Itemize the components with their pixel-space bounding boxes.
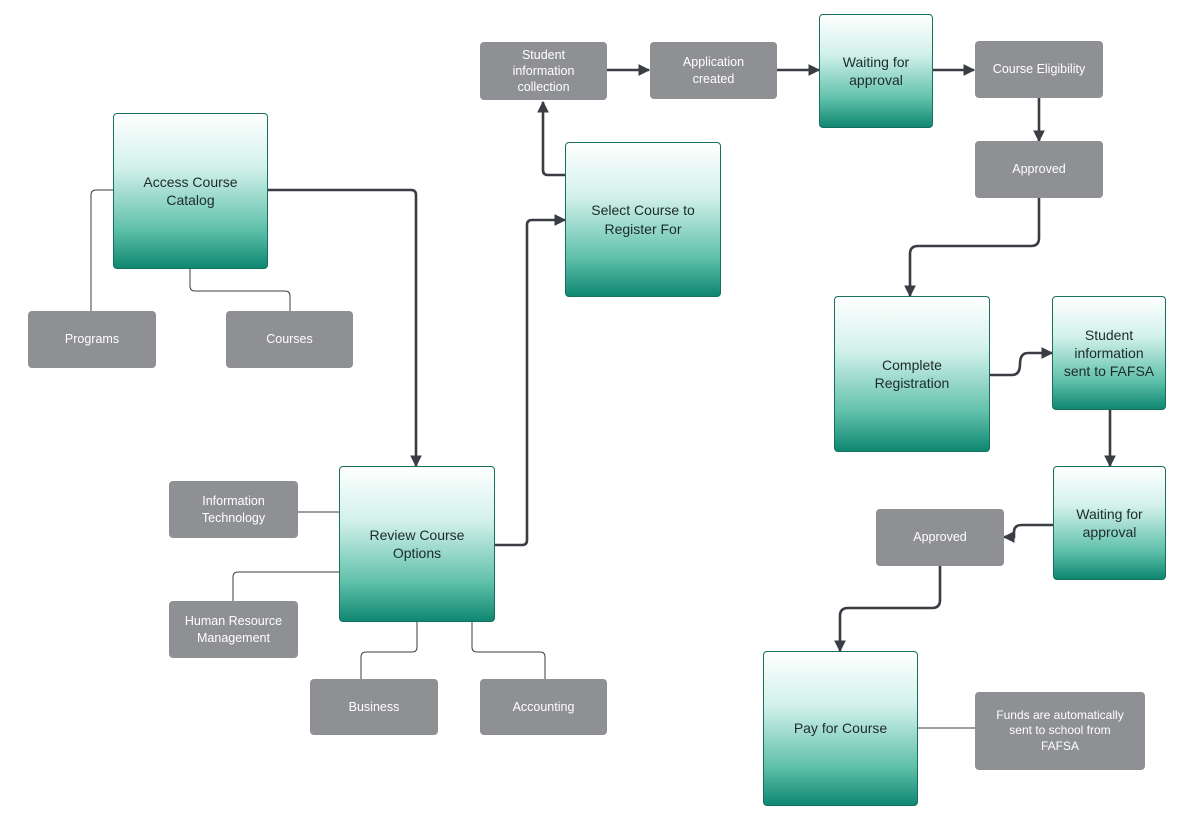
approved-node-2[interactable]: Approved — [876, 509, 1004, 566]
approved-node-1[interactable]: Approved — [975, 141, 1103, 198]
review-course-options-node[interactable]: Review Course Options — [339, 466, 495, 622]
connector-catalog-programs — [90, 189, 113, 311]
arrow-waiting-to-approved — [1002, 523, 1053, 543]
arrow-approved-to-complete — [904, 198, 1041, 298]
arrow-approved-to-pay — [834, 566, 942, 653]
arrow-catalog-to-review — [268, 188, 422, 468]
connector-catalog-courses — [189, 269, 291, 311]
accounting-node[interactable]: Accounting — [480, 679, 607, 735]
business-node[interactable]: Business — [310, 679, 438, 735]
waiting-for-approval-node-2[interactable]: Waiting for approval — [1053, 466, 1166, 580]
connector-review-accounting — [471, 622, 546, 679]
arrow-select-to-info-collection — [537, 100, 565, 177]
funds-automatically-sent-node[interactable]: Funds are automatically sent to school f… — [975, 692, 1145, 770]
waiting-for-approval-node-1[interactable]: Waiting for approval — [819, 14, 933, 128]
arrow-review-to-select — [495, 214, 567, 547]
pay-for-course-node[interactable]: Pay for Course — [763, 651, 918, 806]
application-created-node[interactable]: Application created — [650, 42, 777, 99]
student-info-sent-to-fafsa-node[interactable]: Student information sent to FAFSA — [1052, 296, 1166, 410]
connector-review-hrm — [232, 571, 339, 601]
select-course-to-register-node[interactable]: Select Course to Register For — [565, 142, 721, 297]
programs-node[interactable]: Programs — [28, 311, 156, 368]
complete-registration-node[interactable]: Complete Registration — [834, 296, 990, 452]
access-course-catalog-node[interactable]: Access Course Catalog — [113, 113, 268, 269]
connector-review-business — [360, 622, 418, 679]
student-information-collection-node[interactable]: Student information collection — [480, 42, 607, 100]
course-eligibility-node[interactable]: Course Eligibility — [975, 41, 1103, 98]
human-resource-management-node[interactable]: Human Resource Management — [169, 601, 298, 658]
arrow-complete-to-fafsa — [990, 347, 1054, 377]
courses-node[interactable]: Courses — [226, 311, 353, 368]
information-technology-node[interactable]: Information Technology — [169, 481, 298, 538]
